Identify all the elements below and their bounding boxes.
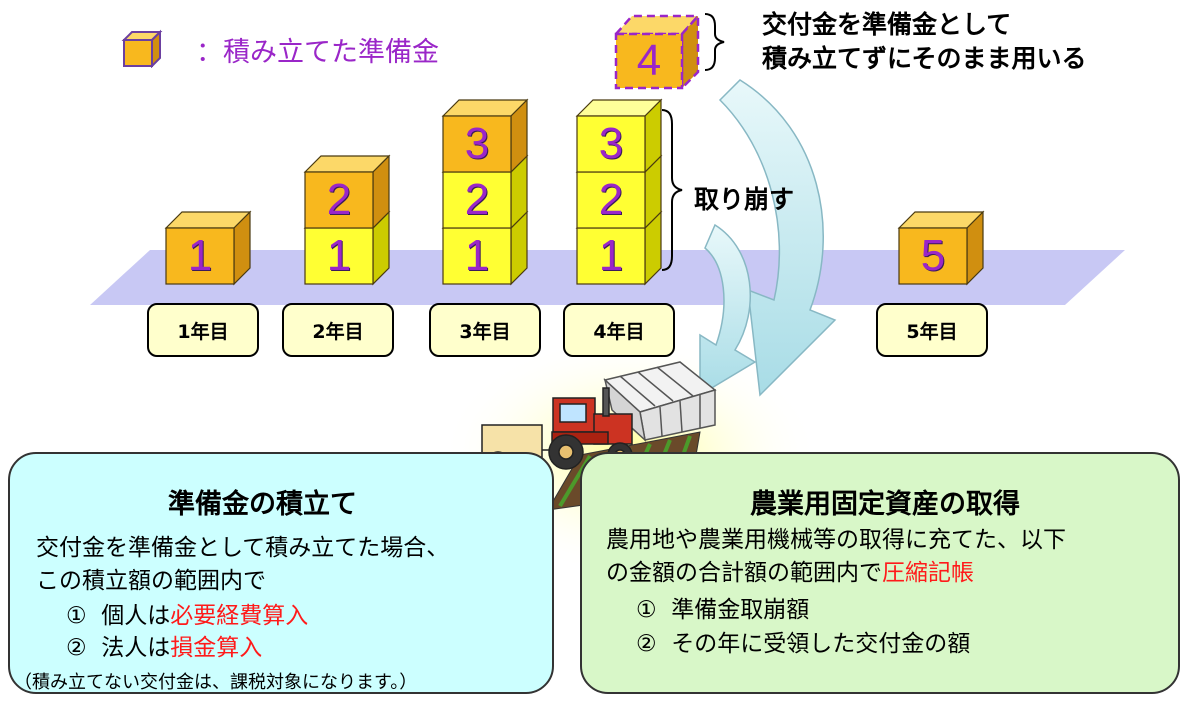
block-number-year2-level-2: 2 — [326, 175, 352, 224]
reserve-panel-title: 準備金の積立て — [168, 489, 357, 520]
asset-item-1-number: ① — [636, 597, 657, 623]
block-number-year5-level-1: 5 — [920, 231, 946, 280]
greenhouse-illustration — [603, 361, 717, 443]
block-number-year4-level-2: 2 — [598, 175, 624, 224]
block-number-year2-level-1: 1 — [326, 231, 352, 280]
reserve-panel-line-1: 交付金を準備金として積み立てた場合、 — [36, 535, 450, 561]
asset-panel-line-2-highlight: 圧縮記帳 — [882, 560, 974, 586]
asset-item-1-text: 準備金取崩額 — [671, 597, 810, 623]
block-number-year3-level-1: 1 — [464, 231, 490, 280]
asset-item-1: ① 準備金取崩額 — [636, 594, 809, 627]
block-number-year4-level-1: 1 — [598, 231, 624, 280]
intro-line-2: 積み立てずにそのまま用いる — [762, 44, 1087, 73]
asset-panel-line-1: 農用地や農業用機械等の取得に充てた、以下 — [606, 527, 1066, 553]
reserve-item-2-highlight: 損金算入 — [170, 635, 263, 661]
year-label-5: 5年目 — [876, 303, 988, 357]
block-year3-level-3 — [441, 98, 529, 174]
block-number-year3-level-3: 3 — [464, 119, 490, 168]
intro-line-1: 交付金を準備金として — [762, 10, 1012, 39]
reserve-item-2-prefix: 法人は — [101, 635, 171, 661]
block-year1-level-1 — [164, 210, 252, 286]
asset-panel-title: 農業用固定資産の取得 — [750, 489, 1020, 520]
dashed-box-4 — [613, 12, 701, 90]
intro-text: 交付金を準備金として 積み立てずにそのまま用いる — [762, 8, 1087, 76]
block-year3-level-2 — [441, 154, 529, 230]
reserve-item-1-number: ① — [66, 603, 87, 629]
year-label-1: 1年目 — [147, 303, 259, 357]
dashed-box-number: 4 — [636, 36, 662, 85]
year-label-3: 3年目 — [429, 303, 541, 357]
reserve-item-1-prefix: 個人は — [101, 603, 171, 629]
intro-brace — [704, 13, 725, 71]
year-label-4: 4年目 — [563, 303, 675, 357]
curved-arrow-from-intro — [718, 79, 837, 397]
block-year5-level-1 — [897, 210, 985, 286]
asset-item-2: ② その年に受領した交付金の額 — [636, 628, 970, 661]
asset-item-2-text: その年に受領した交付金の額 — [671, 631, 971, 657]
legend-block-icon — [121, 29, 163, 68]
reserve-item-2-number: ② — [66, 635, 87, 661]
curved-arrow-from-stock — [699, 223, 757, 397]
stack-brace — [661, 109, 683, 271]
legend-label: ：積み立てた準備金 — [196, 37, 439, 68]
block-year2-level-2 — [303, 154, 391, 230]
asset-item-2-number: ② — [636, 631, 657, 657]
reserve-item-1: ① 個人は必要経費算入 — [66, 600, 308, 633]
block-number-year4-level-3: 3 — [598, 119, 624, 168]
torikuzusu-label: 取り崩す — [694, 185, 795, 214]
year-label-2: 2年目 — [282, 303, 394, 357]
reserve-item-1-highlight: 必要経費算入 — [170, 603, 309, 629]
reserve-accumulation-panel: 準備金の積立て 交付金を準備金として積み立てた場合、 この積立額の範囲内で ① … — [8, 452, 554, 694]
reserve-panel-line-2: この積立額の範囲内で — [36, 568, 266, 594]
block-number-year1-level-1: 1 — [187, 231, 213, 280]
reserve-panel-note: （積み立てない交付金は、課税対象になります。） — [14, 672, 418, 693]
block-year4-level-3 — [575, 98, 663, 174]
asset-acquisition-panel: 農業用固定資産の取得 農用地や農業用機械等の取得に充てた、以下 の金額の合計額の… — [580, 452, 1180, 694]
asset-panel-line-2: の金額の合計額の範囲内で圧縮記帳 — [606, 557, 974, 590]
block-number-year3-level-2: 2 — [464, 175, 490, 224]
reserve-item-2: ② 法人は損金算入 — [66, 632, 262, 665]
asset-panel-line-2-prefix: の金額の合計額の範囲内で — [606, 560, 882, 586]
